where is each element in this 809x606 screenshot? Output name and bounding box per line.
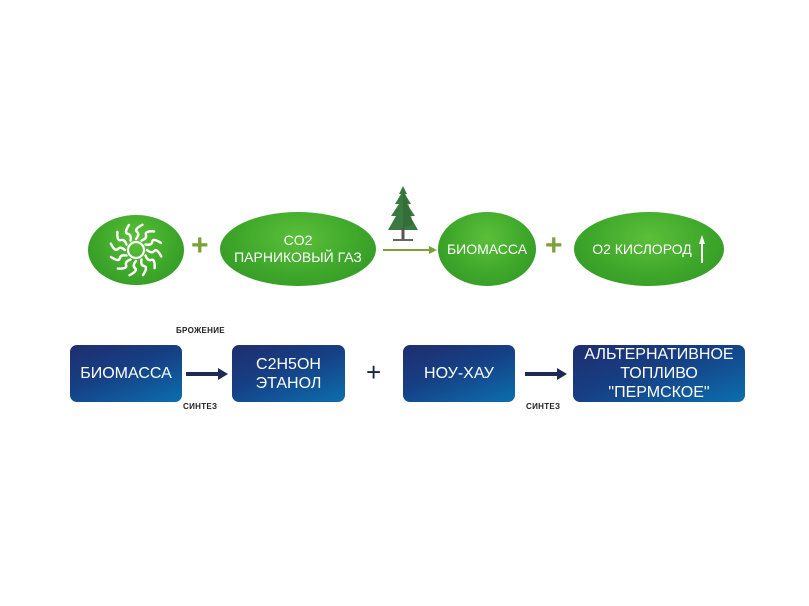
- co2-label: CO2: [283, 232, 313, 248]
- dark-arrow: [525, 368, 567, 380]
- green-arrow-head: [429, 246, 437, 254]
- oxygen-label: O2 КИСЛОРОД: [592, 240, 692, 257]
- sun-ray: [145, 248, 163, 258]
- tree-icon: [388, 186, 418, 241]
- sun-ray: [140, 230, 156, 242]
- knowhow-box: НОУ-ХАУ: [403, 345, 515, 402]
- plus-sign: +: [545, 229, 563, 262]
- sun-ray: [144, 254, 156, 270]
- sun-ray: [116, 258, 132, 270]
- ethanol-formula: C2H5OH: [256, 355, 321, 373]
- dark-arrow: [186, 368, 228, 380]
- greenhouse-gas-label: ПАРНИКОВЫЙ ГАЗ: [234, 249, 362, 265]
- ethanol-label: ЭТАНОЛ: [255, 374, 322, 392]
- sun-icon: [109, 223, 163, 277]
- biomass-ellipse: БИОМАССА: [438, 212, 536, 286]
- synthesis-label: СИНТЕЗ: [526, 402, 561, 411]
- fuel-line1: АЛЬТЕРНАТИВНОЕ: [584, 346, 734, 363]
- sun-ray: [144, 238, 163, 246]
- green-arrow: [383, 249, 431, 251]
- sun-ray: [124, 223, 132, 242]
- synthesis-label: СИНТЕЗ: [183, 402, 218, 411]
- ethanol-box: C2H5OH ЭТАНОЛ: [232, 345, 345, 402]
- up-arrow-icon: [698, 235, 705, 263]
- sun-ray: [128, 259, 138, 277]
- plus-sign: +: [366, 357, 382, 387]
- biomass-box-label: БИОМАССА: [80, 365, 172, 382]
- sun-ray: [140, 258, 148, 277]
- oxygen-ellipse: O2 КИСЛОРОД: [574, 212, 724, 286]
- co2-ellipse: CO2 ПАРНИКОВЫЙ ГАЗ: [220, 212, 376, 286]
- sun-ray: [109, 254, 128, 262]
- sun-ray: [116, 230, 128, 246]
- sun-ellipse: [88, 215, 184, 285]
- fuel-line3: "ПЕРМСКОЕ": [608, 384, 710, 401]
- plus-sign: +: [191, 229, 209, 262]
- fuel-box: АЛЬТЕРНАТИВНОЕ ТОПЛИВО "ПЕРМСКОЕ": [573, 345, 745, 402]
- knowhow-label: НОУ-ХАУ: [424, 365, 494, 382]
- biomass-box: БИОМАССА: [70, 345, 182, 402]
- biomass-label: БИОМАССА: [446, 240, 528, 257]
- fuel-line2: ТОПЛИВО: [620, 365, 698, 382]
- sun-ray: [134, 223, 144, 241]
- fermentation-label: БРОЖЕНИЕ: [176, 326, 225, 335]
- sun-ray: [109, 242, 127, 252]
